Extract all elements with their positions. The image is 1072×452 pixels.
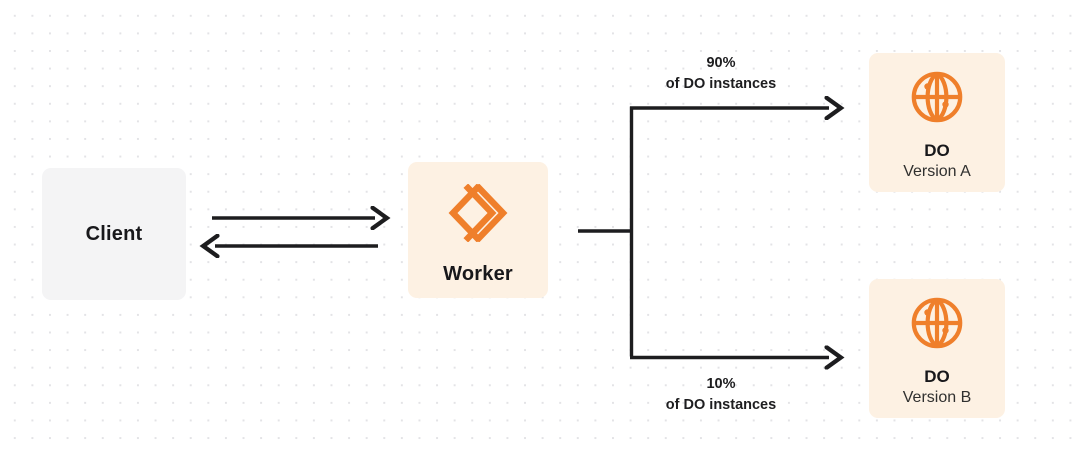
node-do-a-label: DO <box>924 141 950 160</box>
edge-label-do-a: 90% of DO instances <box>596 53 846 94</box>
cloudflare-workers-icon <box>446 183 510 247</box>
node-do-version-a[interactable]: DO Version A <box>869 53 1005 192</box>
node-client[interactable]: Client <box>42 168 186 300</box>
edge-label-do-a-text: of DO instances <box>665 75 777 92</box>
node-worker-label: Worker <box>443 263 513 285</box>
node-do-a-version: Version A <box>903 162 971 180</box>
edge-label-do-b-text: of DO instances <box>665 396 777 413</box>
globe-icon <box>909 295 965 356</box>
node-client-label: Client <box>85 222 143 245</box>
edge-label-do-a-percent: 90% <box>706 55 736 71</box>
node-do-version-b[interactable]: DO Version B <box>869 279 1005 418</box>
node-do-b-version: Version B <box>902 388 972 406</box>
globe-icon <box>909 69 965 130</box>
node-worker[interactable]: Worker <box>408 162 548 298</box>
node-do-b-label: DO <box>924 367 950 386</box>
edge-label-do-b: 10% of DO instances <box>596 374 846 415</box>
edge-label-do-b-percent: 10% <box>706 376 736 392</box>
